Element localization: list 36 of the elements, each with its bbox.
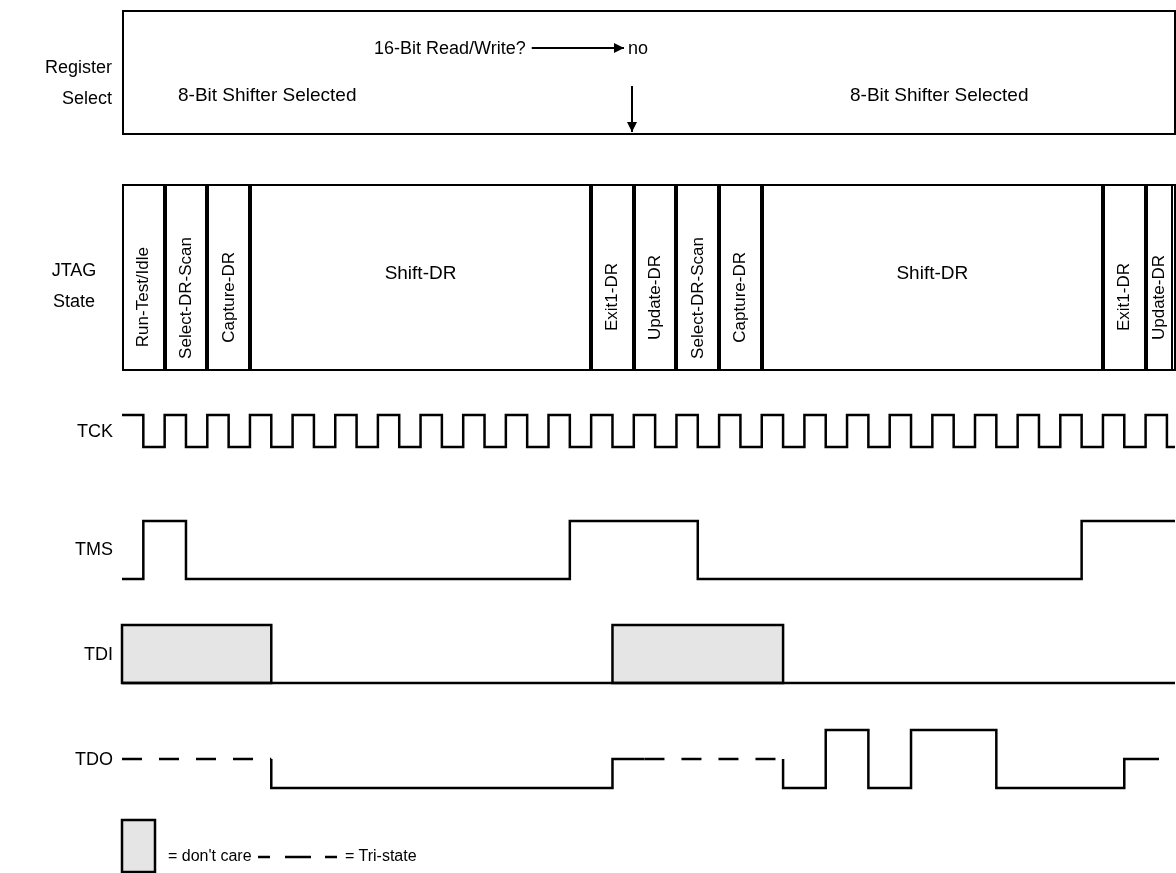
state-name: Shift-DR <box>896 262 969 283</box>
band-text: 8-Bit Shifter Selected <box>850 85 1029 105</box>
text-label: no <box>628 36 649 60</box>
legend-text: = don't care <box>168 846 252 866</box>
legend-text: = Tri-state <box>345 846 417 866</box>
signal-name: TMS <box>75 539 113 559</box>
row-heading: Register Select <box>43 56 112 110</box>
register-select-band <box>122 10 1176 135</box>
state-cell <box>164 184 208 371</box>
row-heading: JTAG State <box>50 259 98 313</box>
state-name: Update-DR <box>645 254 666 340</box>
state-cell <box>207 184 250 371</box>
state-name: Capture-DR <box>218 252 239 343</box>
state-name: Exit1-DR <box>602 263 623 332</box>
state-band <box>122 184 1176 371</box>
state-cell <box>761 184 1103 371</box>
state-cell <box>591 184 634 371</box>
state-name: Select-DR-Scan <box>687 236 708 359</box>
state-cell <box>633 184 677 371</box>
arrow <box>530 43 625 53</box>
signal-name: TDO <box>75 749 113 769</box>
signal-name: TCK <box>77 421 113 441</box>
text-label: 16-Bit Read/Write? <box>374 36 526 60</box>
state-name: Run-Test/Idle <box>133 247 154 348</box>
signal-name: TDI <box>84 644 113 664</box>
state-cell <box>1145 184 1173 371</box>
state-cell <box>676 184 720 371</box>
state-cell <box>719 184 762 371</box>
band-text: 8-Bit Shifter Selected <box>178 85 357 105</box>
state-name: Shift-DR <box>384 262 457 283</box>
state-cell <box>1102 184 1146 371</box>
state-name: Exit1-DR <box>1114 263 1135 332</box>
state-name: Update-DR <box>1149 254 1170 340</box>
state-name: Select-DR-Scan <box>175 236 196 359</box>
state-cell <box>249 184 592 371</box>
state-name: Capture-DR <box>730 252 751 343</box>
